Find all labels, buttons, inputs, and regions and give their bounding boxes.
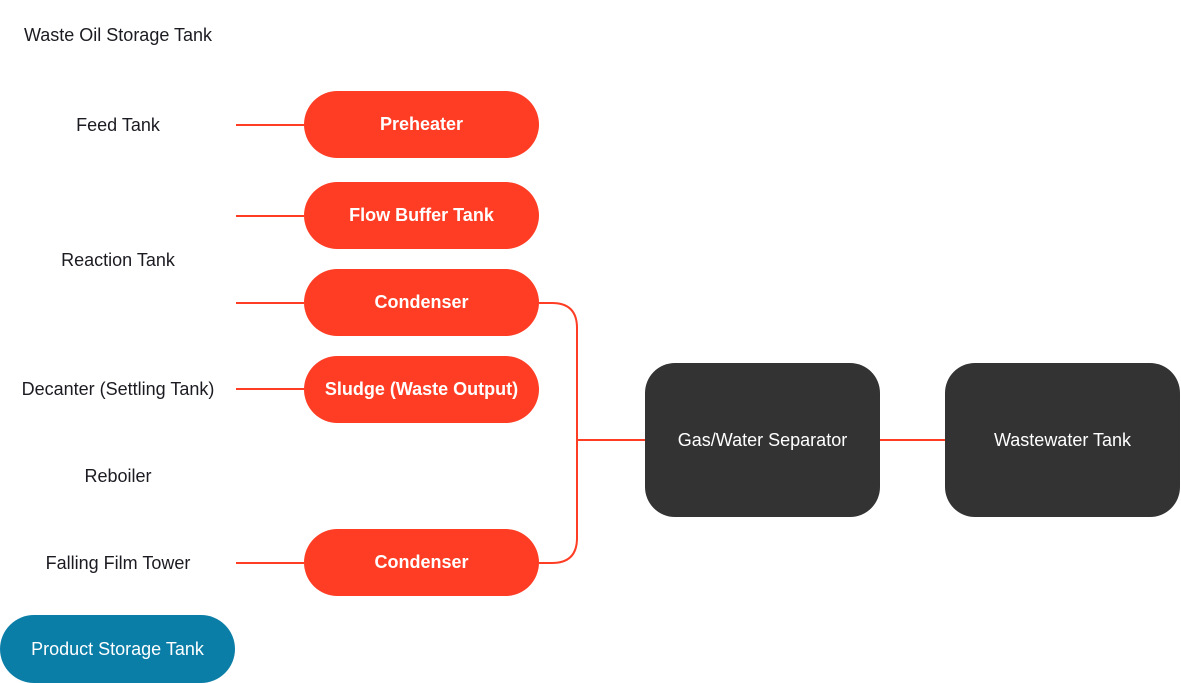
node-sludge: Sludge (Waste Output) [304,356,539,423]
node-gas-water-separator: Gas/Water Separator [645,363,880,517]
label-reboiler: Reboiler [84,466,152,486]
node-product-storage-tank: Product Storage Tank [0,615,235,683]
label-reaction-tank: Reaction Tank [61,250,175,270]
label-decanter: Decanter (Settling Tank) [21,379,215,399]
label-falling-film-tower: Falling Film Tower [45,553,191,573]
node-wastewater-tank: Wastewater Tank [945,363,1180,517]
label-waste-oil-storage-tank: Waste Oil Storage Tank [23,25,213,45]
label-feed-tank: Feed Tank [76,115,160,135]
node-flow-buffer-tank: Flow Buffer Tank [304,182,539,249]
edge-condenser-1-separator [539,302,645,441]
node-condenser-2: Condenser [304,529,539,596]
node-condenser-1: Condenser [304,269,539,336]
edge-condenser-2-separator [539,440,578,564]
node-preheater: Preheater [304,91,539,158]
